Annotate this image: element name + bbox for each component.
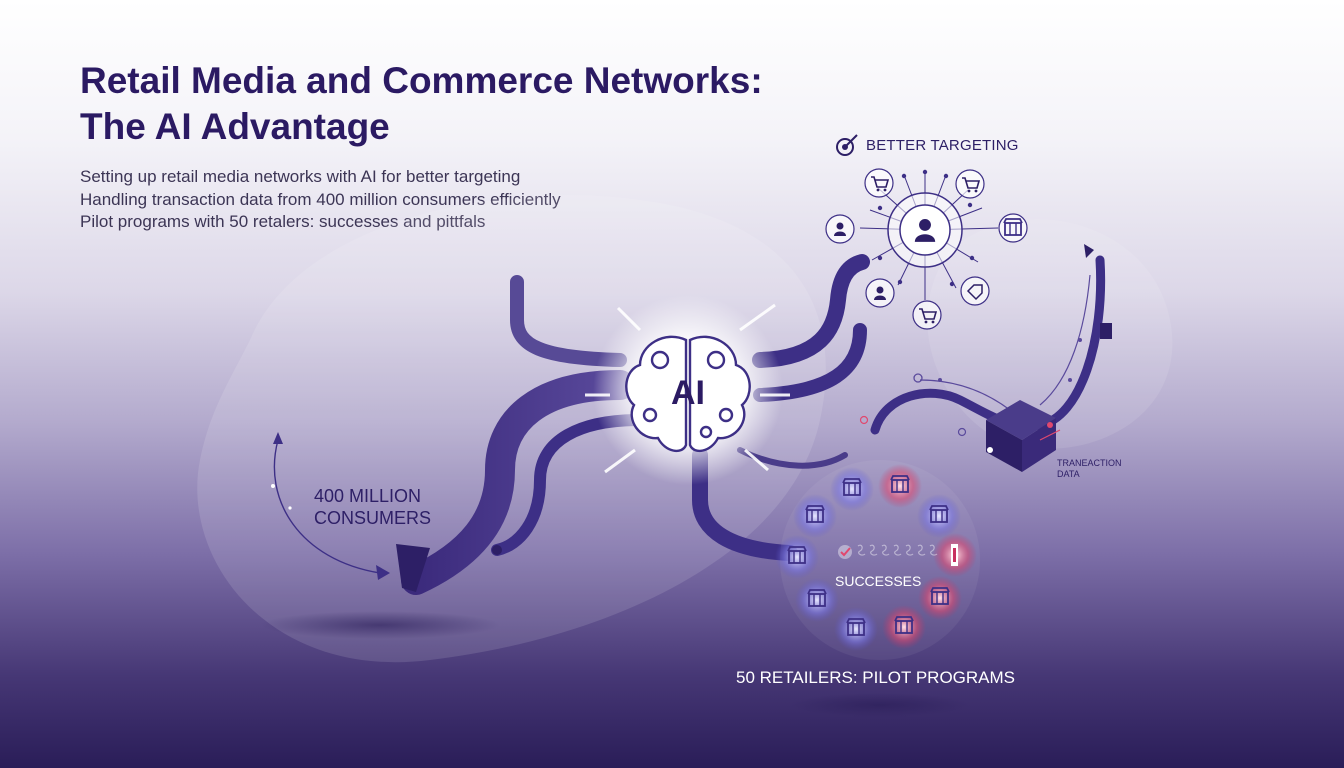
store-icon <box>917 494 961 538</box>
user-icon <box>865 278 895 308</box>
successes-label: SUCCESSES <box>835 573 922 589</box>
store-icon <box>775 535 819 579</box>
consumers-arc <box>271 432 390 580</box>
store-icon <box>834 607 878 651</box>
store-icon <box>878 464 922 508</box>
user-icon <box>825 214 855 244</box>
transaction-label-line-1: TRANEACTION <box>1057 458 1122 468</box>
transaction-flow <box>859 244 1112 472</box>
store-icon <box>795 578 839 622</box>
shopping-cart-icon <box>955 169 985 199</box>
shopping-cart-icon <box>912 300 942 330</box>
pipe-network <box>396 254 870 595</box>
transaction-data-label: TRANEACTION DATA <box>1057 458 1122 480</box>
bullet-item: Setting up retail media networks with AI… <box>80 167 521 186</box>
consumers-label-line-2: CONSUMERS <box>314 508 432 528</box>
targeting-label: BETTER TARGETING <box>866 137 1019 154</box>
shopping-cart-icon <box>864 168 894 198</box>
store-icon <box>918 576 962 620</box>
target-icon <box>836 134 858 156</box>
check-icon <box>838 545 852 559</box>
title-line-2: The AI Advantage <box>80 106 390 147</box>
consumers-shadow <box>260 611 500 639</box>
targeting-network <box>825 134 1028 330</box>
background-blob <box>927 219 1173 449</box>
page-title: Retail Media and Commerce Networks: The … <box>80 58 763 150</box>
arrow-up-icon <box>1084 244 1094 258</box>
consumers-arrow-icon <box>396 544 430 592</box>
bullet-item: Handling transaction data from 400 milli… <box>80 189 561 209</box>
warning-icon <box>933 533 977 577</box>
box-icon <box>986 400 1061 472</box>
retailers-ring <box>775 460 980 660</box>
arrow-up-icon <box>273 432 283 444</box>
bullet-item: Pilot programs with 50 retalers: success… <box>80 212 486 231</box>
store-icon <box>882 605 926 649</box>
consumers-label-line-1: 400 MILLION <box>314 486 422 506</box>
scribble-mark <box>857 544 938 556</box>
retailers-shadow <box>790 693 970 717</box>
bullet-list: Setting up retail media networks with AI… <box>80 166 561 234</box>
title-line-1: Retail Media and Commerce Networks: <box>80 60 763 101</box>
store-icon <box>830 467 874 511</box>
consumers-label: 400 MILLION CONSUMERS <box>314 485 431 529</box>
transaction-label-line-2: DATA <box>1057 469 1080 479</box>
retailers-label: 50 RETAILERS: PILOT PROGRAMS <box>736 668 1016 687</box>
ai-brain <box>585 295 790 485</box>
store-icon <box>793 494 837 538</box>
brain-icon <box>625 335 751 453</box>
tag-icon <box>960 276 990 306</box>
arrow-right-icon <box>376 565 390 580</box>
ai-label: AI <box>671 374 705 412</box>
store-icon <box>998 213 1028 243</box>
